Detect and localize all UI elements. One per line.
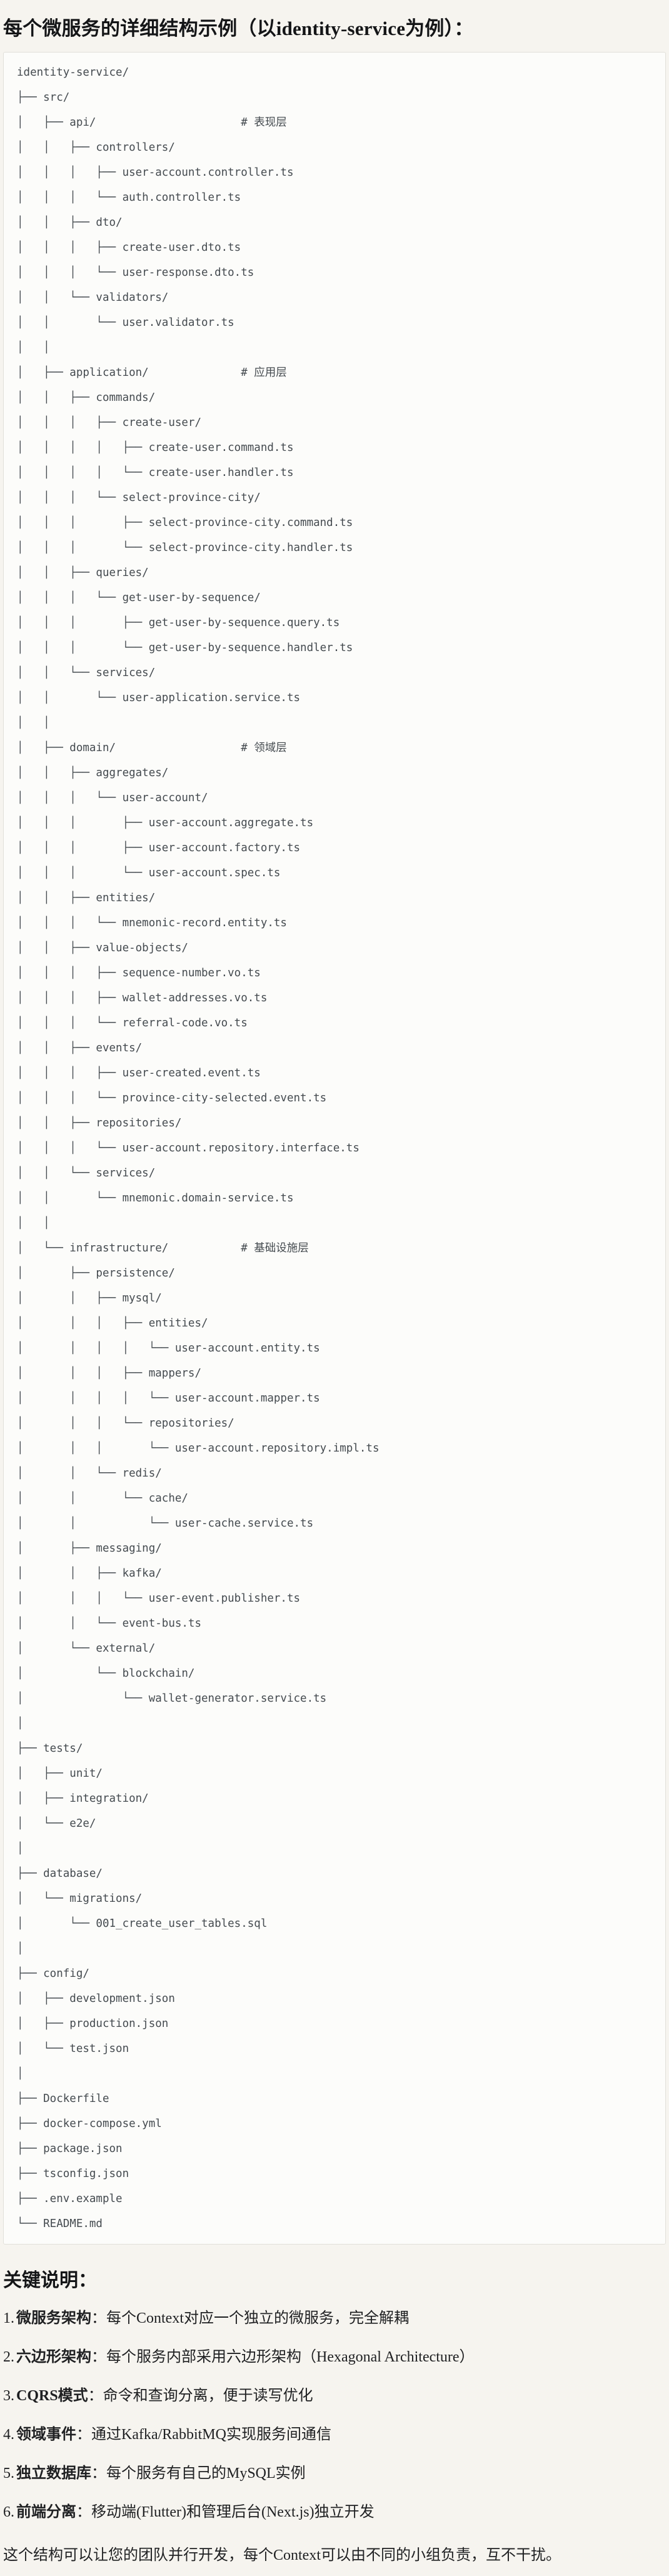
code-block: identity-service/ ├── src/ │ ├── api/ # … bbox=[3, 52, 666, 2245]
note-item: 4.领域事件：通过Kafka/RabbitMQ实现服务间通信 bbox=[3, 2423, 666, 2446]
note-number: 1. bbox=[3, 2310, 14, 2326]
note-text: ：每个Context对应一个独立的微服务，完全解耦 bbox=[91, 2310, 409, 2326]
note-text: ：每个服务有自己的MySQL实例 bbox=[91, 2465, 306, 2482]
note-text: ：每个服务内部采用六边形架构（Hexagonal Architecture） bbox=[91, 2349, 475, 2365]
note-text: ：通过Kafka/RabbitMQ实现服务间通信 bbox=[76, 2427, 331, 2443]
note-label: 六边形架构 bbox=[16, 2349, 91, 2365]
page-title: 每个微服务的详细结构示例（以identity-service为例）： bbox=[3, 18, 474, 39]
note-item: 2.六边形架构：每个服务内部采用六边形架构（Hexagonal Architec… bbox=[3, 2346, 666, 2368]
note-label: 领域事件 bbox=[16, 2427, 76, 2443]
notes-heading: 关键说明： bbox=[3, 2270, 97, 2291]
note-label: 前端分离 bbox=[16, 2504, 76, 2520]
note-label: 独立数据库 bbox=[16, 2465, 91, 2482]
note-item: 3.CQRS模式：命令和查询分离，便于读写优化 bbox=[3, 2385, 666, 2407]
directory-tree: identity-service/ ├── src/ │ ├── api/ # … bbox=[17, 66, 380, 2230]
note-label: 微服务架构 bbox=[16, 2310, 91, 2326]
note-number: 3. bbox=[3, 2388, 14, 2404]
footer-text: 这个结构可以让您的团队并行开发，每个Context可以由不同的小组负责，互不干扰… bbox=[3, 2547, 561, 2563]
note-number: 6. bbox=[3, 2504, 14, 2520]
note-number: 5. bbox=[3, 2465, 14, 2482]
note-text: ：命令和查询分离，便于读写优化 bbox=[88, 2388, 313, 2404]
note-label: CQRS模式 bbox=[16, 2388, 88, 2404]
note-item: 6.前端分离：移动端(Flutter)和管理后台(Next.js)独立开发 bbox=[3, 2501, 666, 2523]
note-number: 2. bbox=[3, 2349, 14, 2365]
note-number: 4. bbox=[3, 2427, 14, 2443]
note-item: 1.微服务架构：每个Context对应一个独立的微服务，完全解耦 bbox=[3, 2307, 666, 2330]
note-item: 5.独立数据库：每个服务有自己的MySQL实例 bbox=[3, 2462, 666, 2485]
note-text: ：移动端(Flutter)和管理后台(Next.js)独立开发 bbox=[76, 2504, 375, 2520]
